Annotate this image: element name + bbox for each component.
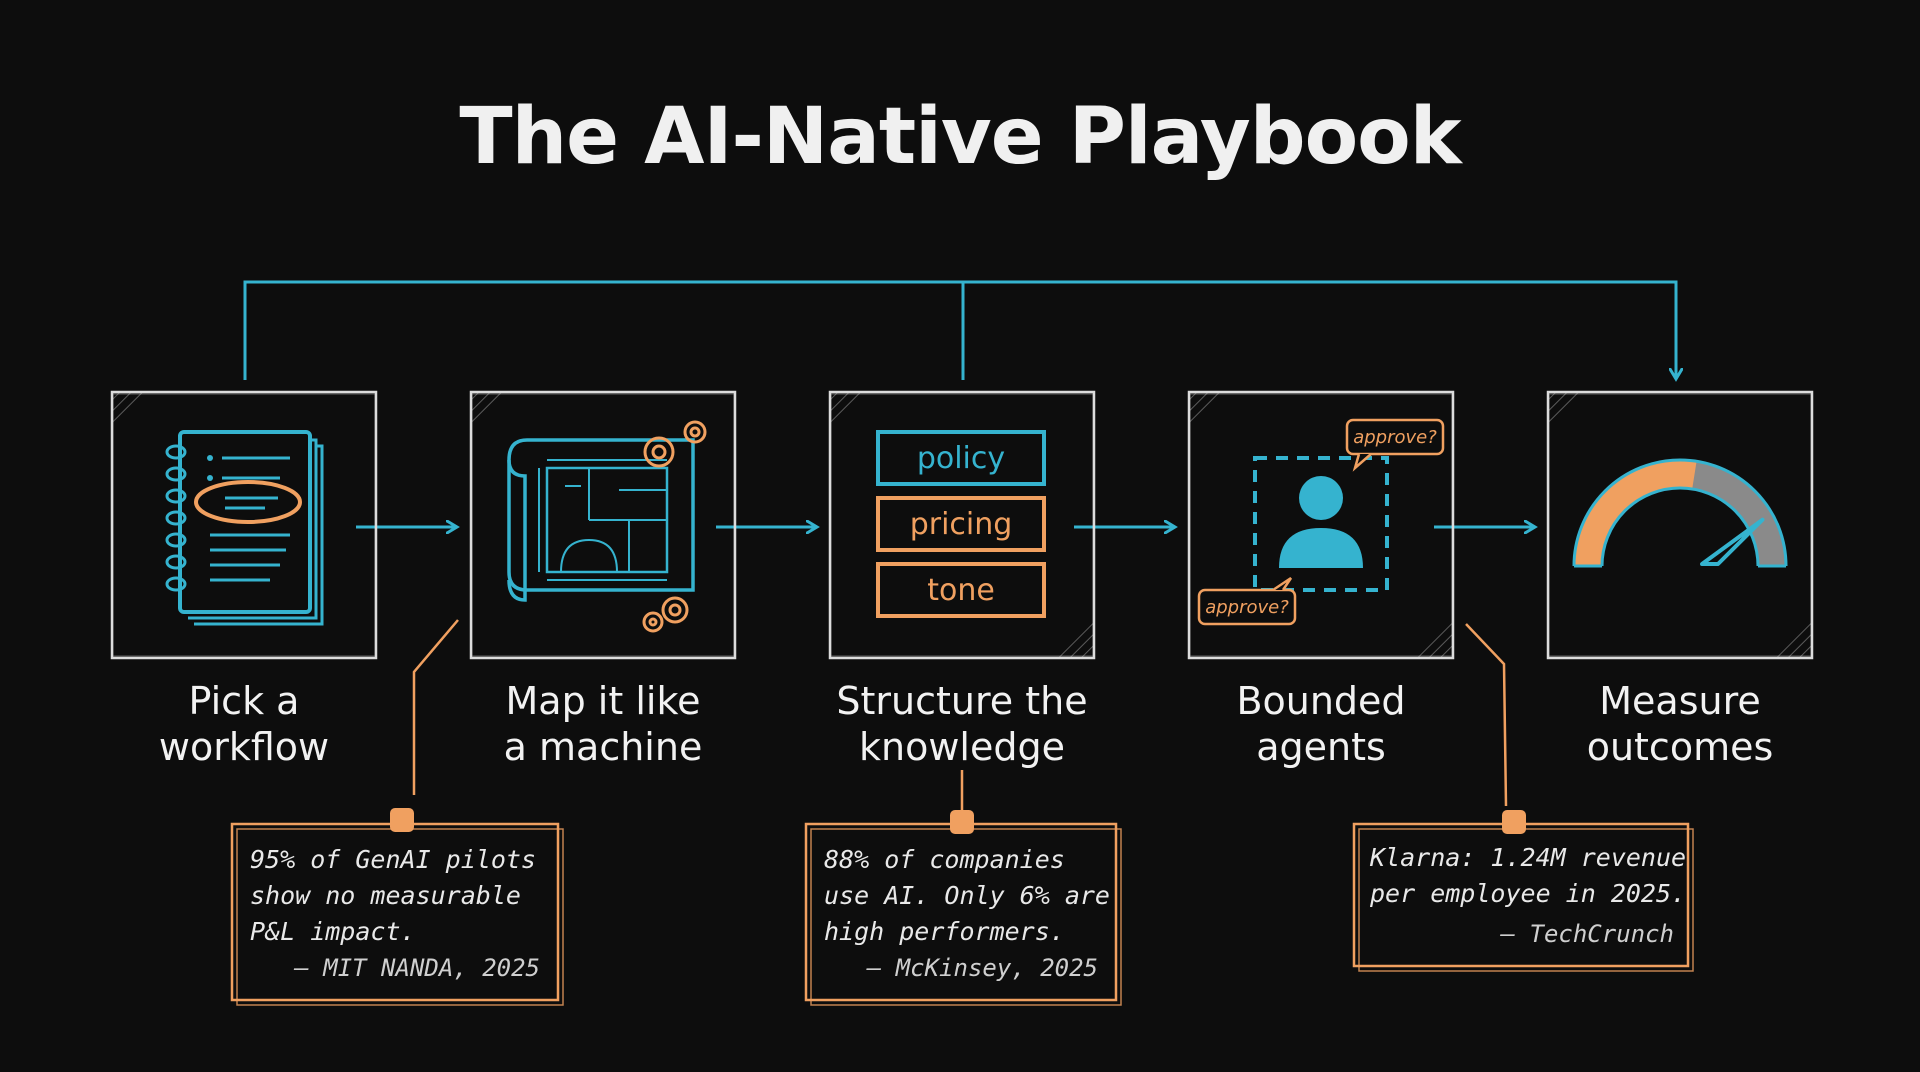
step-4-label-line1: Bounded — [1236, 679, 1406, 723]
note-1-leader — [412, 619, 459, 795]
approve-bubble-bottom-text: approve? — [1205, 597, 1289, 618]
note-1-line2: show no measurable — [250, 881, 521, 910]
note-2-pin — [950, 810, 974, 834]
block-policy: policy — [917, 441, 1005, 476]
gear-icon — [642, 420, 707, 633]
agent-icon — [1253, 456, 1389, 592]
step-4-label-line2: agents — [1256, 725, 1386, 769]
note-3-leader — [1465, 623, 1508, 807]
step-2-label: Map it like a machine — [433, 678, 773, 770]
step-frame: policy pricing tone — [828, 390, 1096, 660]
step-frame — [469, 390, 737, 660]
approve-bubble-bottom: approve? — [1197, 576, 1297, 626]
note-frame — [230, 822, 564, 1006]
step-structure-knowledge: policy pricing tone — [828, 390, 1096, 660]
step-measure-outcomes — [1546, 390, 1814, 660]
step-bounded-agents: approve? approve? — [1187, 390, 1455, 660]
note-1-line1: 95% of GenAI pilots — [250, 845, 536, 874]
note-3-text: Klarna: 1.24M revenue per employee in 20… — [1370, 840, 1686, 912]
approve-bubble-top-text: approve? — [1353, 427, 1437, 448]
note-mckinsey: 88% of companies use AI. Only 6% are hig… — [804, 822, 1124, 1008]
note-1-pin — [390, 808, 414, 832]
note-2-line2: use AI. Only 6% are — [824, 881, 1110, 910]
note-3-line2: per employee in 2025. — [1370, 879, 1687, 908]
page-title: The AI-Native Playbook — [459, 92, 1461, 182]
step-3-label-line2: knowledge — [859, 725, 1065, 769]
step-1-label: Pick a workflow — [74, 678, 414, 770]
step-5-label-line2: outcomes — [1586, 725, 1774, 769]
step-5-label-line1: Measure — [1599, 679, 1761, 723]
step-pick-workflow — [110, 390, 378, 660]
approve-bubble-top: approve? — [1345, 418, 1445, 472]
note-3-line1: Klarna: 1.24M revenue — [1370, 843, 1687, 872]
step-3-label: Structure the knowledge — [792, 678, 1132, 770]
note-frame — [1352, 822, 1694, 972]
note-1-text: 95% of GenAI pilots show no measurable P… — [250, 842, 536, 950]
block-pricing: pricing — [910, 507, 1013, 542]
knowledge-blocks-icon: policy pricing tone — [876, 430, 1046, 618]
step-4-label: Bounded agents — [1151, 678, 1491, 770]
notebook-icon — [165, 430, 324, 626]
gauge-icon — [1572, 458, 1788, 568]
step-frame — [1546, 390, 1814, 660]
step-map-machine — [469, 390, 737, 660]
note-1-source: — MIT NANDA, 2025 — [294, 954, 540, 982]
step-2-label-line2: a machine — [503, 725, 703, 769]
note-2-source: — McKinsey, 2025 — [866, 954, 1098, 982]
block-tone: tone — [927, 573, 995, 608]
blueprint-icon — [507, 438, 695, 602]
note-1-line3: P&L impact. — [250, 917, 416, 946]
step-frame: approve? approve? — [1187, 390, 1455, 660]
feedback-loop-line — [243, 280, 1676, 380]
note-mit-nanda: 95% of GenAI pilots show no measurable P… — [230, 822, 566, 1008]
note-3-source: — TechCrunch — [1500, 920, 1674, 948]
step-5-label: Measure outcomes — [1510, 678, 1850, 770]
note-2-line1: 88% of companies — [824, 845, 1065, 874]
note-2-text: 88% of companies use AI. Only 6% are hig… — [824, 842, 1110, 950]
note-klarna: Klarna: 1.24M revenue per employee in 20… — [1352, 822, 1696, 974]
note-2-line3: high performers. — [824, 917, 1065, 946]
note-frame — [804, 822, 1122, 1006]
note-3-pin — [1502, 810, 1526, 834]
step-1-label-line2: workflow — [158, 725, 330, 769]
step-2-label-line1: Map it like — [505, 679, 701, 723]
step-1-label-line1: Pick a — [188, 679, 300, 723]
step-frame — [110, 390, 378, 660]
step-3-label-line1: Structure the — [836, 679, 1088, 723]
